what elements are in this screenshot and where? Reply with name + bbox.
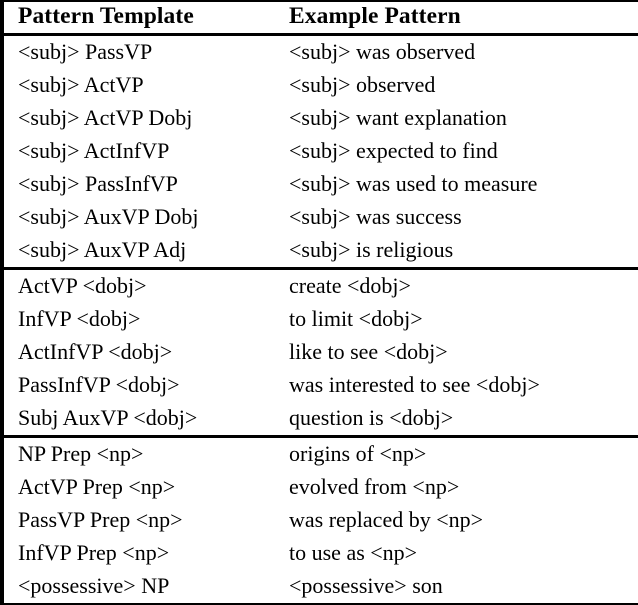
table-row: <subj> PassVP <subj> was observed [2,34,638,69]
cell-example-pattern: <possessive> son [289,572,443,598]
table-body: <subj> PassVP <subj> was observed <subj> A… [2,34,638,604]
cell-pattern-template: <possessive> NP [18,572,170,598]
cell-pattern-template: <subj> ActVP [18,71,144,97]
table-row: <subj> ActInfVP <subj> expected to find [2,135,638,168]
cell-example-pattern: <subj> observed [289,71,436,97]
cell-pattern-template: ActInfVP <dobj> [18,338,173,364]
cell-example-pattern: evolved from <np> [289,473,460,499]
table-row: InfVP Prep <np> to use as <np> [2,537,638,570]
column-header-pattern-template: Pattern Template [2,1,277,36]
cell-example-pattern: <subj> is religious [289,236,454,262]
cell-pattern-template: <subj> AuxVP Adj [18,236,187,262]
table-row: ActVP Prep <np> evolved from <np> [2,471,638,504]
cell-pattern-template: Subj AuxVP <dobj> [18,404,198,430]
header-row: Pattern Template Example Pattern [2,1,638,36]
cell-example-pattern: to use as <np> [289,539,418,565]
table-row: PassInfVP <dobj> was interested to see <d… [2,369,638,402]
cell-example-pattern: origins of <np> [277,434,638,471]
cell-pattern-template: <subj> AuxVP Dobj [18,203,199,229]
table-header: Pattern Template Example Pattern [2,1,638,36]
cell-pattern-template: PassVP Prep <np> [18,506,183,532]
cell-example-pattern: was replaced by <np> [289,506,484,532]
cell-example-pattern: question is <dobj> [289,404,454,430]
cell-pattern-template: NP Prep <np> [2,434,277,471]
cell-example-pattern: <subj> expected to find [289,137,498,163]
table-row: Subj AuxVP <dobj> question is <dobj> [2,402,638,437]
cell-example-pattern: like to see <dobj> [289,338,448,364]
cell-pattern-template: <subj> PassInfVP [18,170,178,196]
cell-example-pattern: <subj> want explanation [289,104,507,130]
cell-pattern-template: ActVP <dobj> [2,266,277,303]
cell-example-pattern: <subj> was success [289,203,462,229]
cell-example-pattern: <subj> was observed [289,38,476,64]
table-row: PassVP Prep <np> was replaced by <np> [2,504,638,537]
cell-pattern-template: InfVP <dobj> [18,305,141,331]
table-row: ActVP <dobj>create <dobj> [2,266,638,303]
table-row: ActInfVP <dobj> like to see <dobj> [2,336,638,369]
table-row: NP Prep <np>origins of <np> [2,434,638,471]
table-row: <subj> ActVP <subj> observed [2,69,638,102]
cell-pattern-template: <subj> ActVP Dobj [18,104,193,130]
table-row: <subj> PassInfVP <subj> was used to measu… [2,168,638,201]
cell-pattern-template: InfVP Prep <np> [18,539,170,565]
cell-example-pattern: to limit <dobj> [289,305,423,331]
table-row: <subj> ActVP Dobj <subj> want explanation [2,102,638,135]
cell-pattern-template: PassInfVP <dobj> [18,371,180,397]
column-header-example-pattern: Example Pattern [277,1,638,36]
table-row: InfVP <dobj> to limit <dobj> [2,303,638,336]
table-row: <possessive> NP <possessive> son [2,570,638,604]
cell-pattern-template: ActVP Prep <np> [18,473,176,499]
cell-pattern-template: <subj> PassVP [18,38,153,64]
cell-example-pattern: was interested to see <dobj> [289,371,540,397]
table-row: <subj> AuxVP Adj <subj> is religious [2,234,638,269]
table-row: <subj> AuxVP Dobj <subj> was success [2,201,638,234]
cell-example-pattern: create <dobj> [277,266,638,303]
cell-pattern-template: <subj> ActInfVP [18,137,170,163]
cell-example-pattern: <subj> was used to measure [289,170,538,196]
